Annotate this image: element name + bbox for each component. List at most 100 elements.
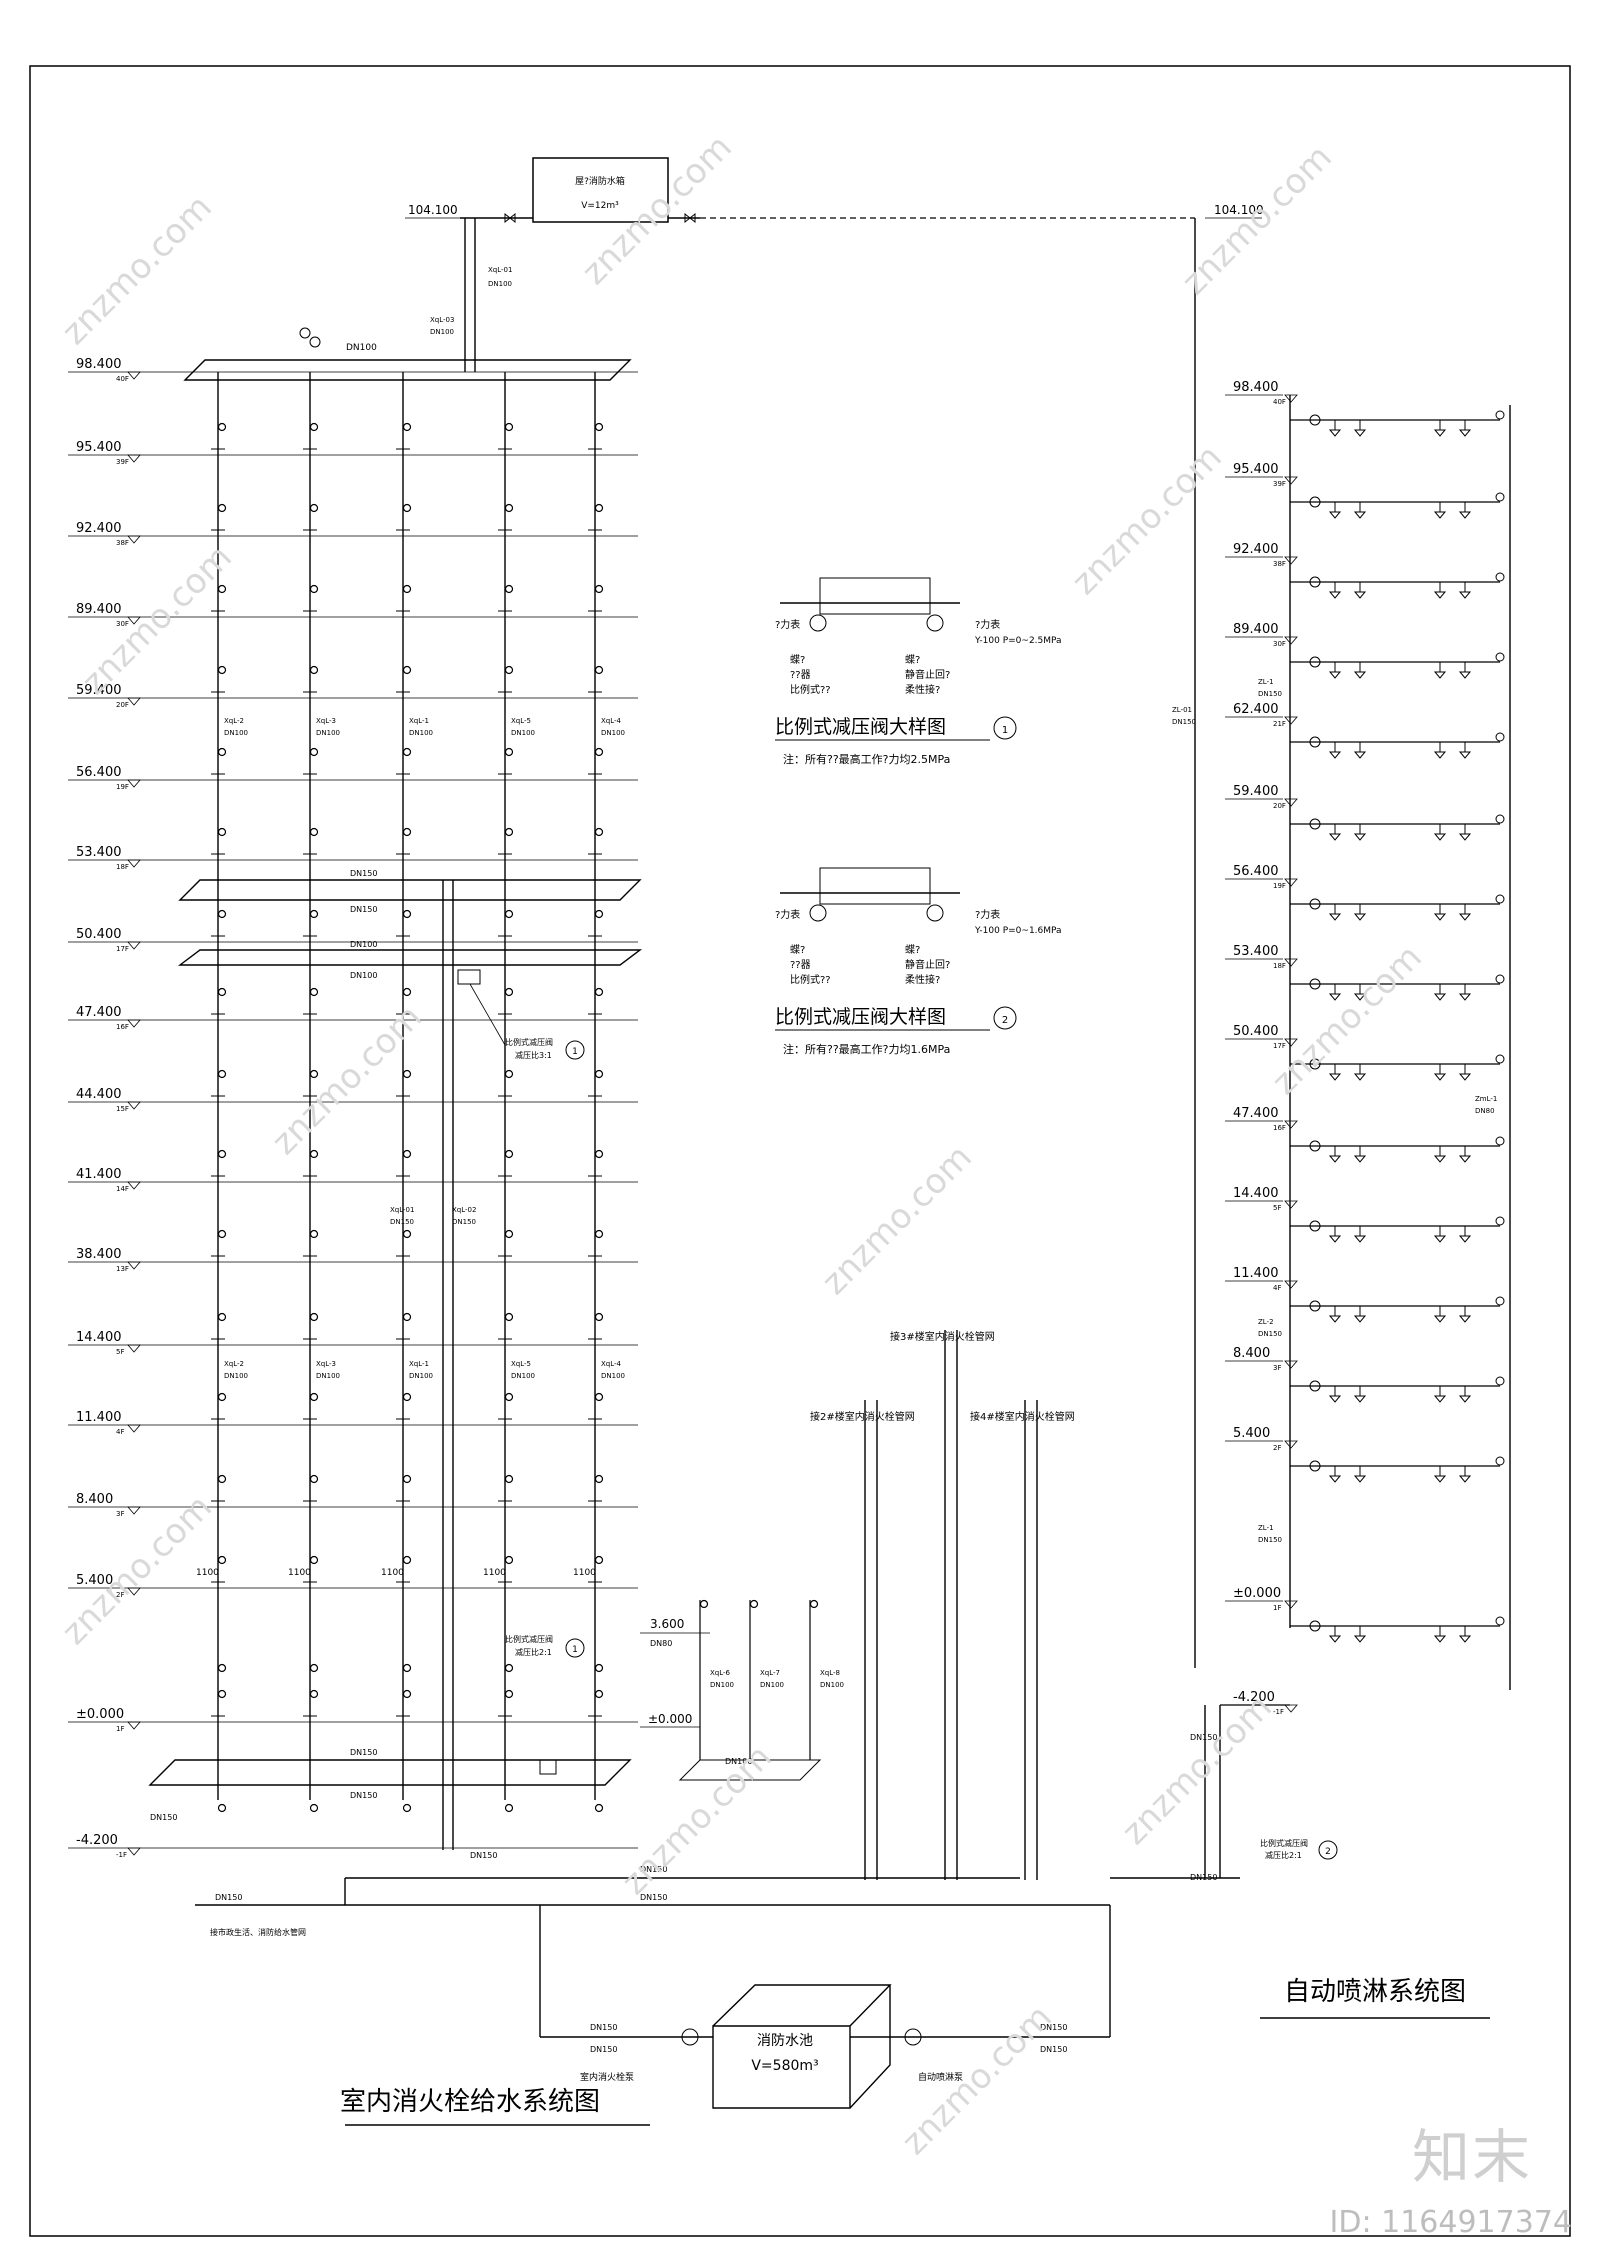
prv-ratio: 减压比2:1 xyxy=(1265,1850,1302,1860)
hydrant-symbol xyxy=(504,1312,514,1322)
hydrant-symbol xyxy=(309,503,319,513)
sprinkler-head xyxy=(1433,582,1447,599)
test-valve xyxy=(1495,1216,1505,1226)
sprinkler-head xyxy=(1433,420,1447,437)
flow-indicator xyxy=(1309,576,1321,588)
sprinkler-head xyxy=(1458,502,1472,519)
sprinkler-head xyxy=(1433,1386,1447,1403)
hydrant-symbol xyxy=(594,827,604,837)
hydrant-symbol xyxy=(217,665,227,675)
level-marker xyxy=(127,1506,141,1515)
floor-elevation: 14.400 xyxy=(76,1330,122,1345)
flow-indicator xyxy=(1309,1300,1321,1312)
municipal-label: 接市政生活、消防给水管网 xyxy=(210,1927,306,1937)
hydrant-symbol xyxy=(217,1663,227,1673)
pipe-dn: DN100 xyxy=(346,343,377,353)
hydrant-symbol xyxy=(402,584,412,594)
hydrant-symbol xyxy=(402,1149,412,1159)
sprinkler-head xyxy=(1353,1306,1367,1323)
riser-dn: DN100 xyxy=(409,729,433,737)
riser-dn: DN150 xyxy=(1258,1536,1282,1544)
hydrant-symbol xyxy=(309,1689,319,1699)
hydrant-symbol xyxy=(504,1803,514,1813)
floor-number: 40F xyxy=(1273,398,1286,406)
sprinkler-head xyxy=(1458,984,1472,1001)
sprinkler-head xyxy=(1353,984,1367,1001)
floor-elevation: 47.400 xyxy=(1233,1106,1279,1121)
zone-ring-main xyxy=(178,879,642,901)
hydrant-symbol xyxy=(402,422,412,432)
sprinkler-head xyxy=(1458,1064,1472,1081)
hydrant-symbol xyxy=(309,1555,319,1565)
pipe-dn: DN150 xyxy=(350,1748,377,1757)
sprinkler-head xyxy=(1353,742,1367,759)
level-marker xyxy=(1284,1704,1298,1713)
riser-dn: DN100 xyxy=(316,729,340,737)
hydrant-symbol xyxy=(309,1474,319,1484)
pressure-gauge xyxy=(309,336,321,348)
level-marker xyxy=(127,1181,141,1190)
level-marker xyxy=(127,859,141,868)
sprinkler-head xyxy=(1458,1226,1472,1243)
hydrant-system-title: 室内消火栓给水系统图 xyxy=(340,2087,600,2117)
riser-dn: DN100 xyxy=(224,1372,248,1380)
hydrant-symbol xyxy=(402,1689,412,1699)
hydrant-symbol xyxy=(504,665,514,675)
hydrant-symbol xyxy=(402,1803,412,1813)
leader-line xyxy=(469,983,506,1046)
sprinkler-head xyxy=(1433,1146,1447,1163)
sprinkler-head xyxy=(1328,420,1342,437)
hydrant-symbol xyxy=(402,1312,412,1322)
hydrant-symbol xyxy=(309,1392,319,1402)
sprinkler-system-title: 自动喷淋系统图 xyxy=(1284,1977,1466,2007)
detail-label: 蝶? xyxy=(905,653,920,666)
floor-elevation: 59.400 xyxy=(1233,784,1279,799)
hydrant-symbol xyxy=(217,987,227,997)
pipe-dn: DN150 xyxy=(215,1893,242,1902)
hydrant-symbol xyxy=(504,1663,514,1673)
floor-number: 3F xyxy=(116,1510,124,1518)
floor-elevation: 47.400 xyxy=(76,1005,122,1020)
riser-dn: DN100 xyxy=(511,1372,535,1380)
pipe-dn: DN150 xyxy=(350,905,377,914)
detail-label: ?力表 xyxy=(975,618,1000,631)
hydrant-symbol xyxy=(594,1555,604,1565)
test-valve xyxy=(1495,1136,1505,1146)
hydrant-symbol xyxy=(309,1312,319,1322)
riser-tag: XqL-03 xyxy=(430,316,454,324)
level-marker xyxy=(127,371,141,380)
hydrant-symbol xyxy=(309,422,319,432)
sprinkler-head xyxy=(1433,1064,1447,1081)
detail-label: ??器 xyxy=(790,669,811,681)
hydrant-symbol xyxy=(402,827,412,837)
floor-elevation: 92.400 xyxy=(76,521,122,536)
sprinkler-head xyxy=(1328,1626,1342,1643)
sprinkler-head xyxy=(1458,420,1472,437)
sprinkler-head xyxy=(1328,502,1342,519)
connection-label: 接2#楼室内消火栓管网 xyxy=(810,1410,915,1423)
riser-dn: DN100 xyxy=(430,328,454,336)
hydrant-symbol xyxy=(217,1555,227,1565)
sprinkler-head xyxy=(1328,662,1342,679)
hydrant-symbol xyxy=(217,827,227,837)
hydrant-symbol xyxy=(504,987,514,997)
floor-number: 19F xyxy=(116,783,129,791)
gauge-symbol xyxy=(926,614,944,632)
pipe-dn: DN150 xyxy=(150,1813,177,1822)
detail-label: ?力表 xyxy=(975,908,1000,921)
floor-number: 38F xyxy=(116,539,129,547)
flow-indicator xyxy=(1309,1460,1321,1472)
riser-tag: ZmL-1 xyxy=(1475,1095,1497,1103)
sprinkler-head xyxy=(1328,1226,1342,1243)
pipe-dn: DN100 xyxy=(725,1757,752,1766)
floor-number: 39F xyxy=(1273,480,1286,488)
floor-elevation: 14.400 xyxy=(1233,1186,1279,1201)
test-valve xyxy=(1495,1456,1505,1466)
pipe-dn: DN150 xyxy=(640,1865,667,1874)
hydrant-symbol xyxy=(402,1663,412,1673)
prv-label: 比例式减压阀 xyxy=(505,1037,553,1047)
sprinkler-head xyxy=(1353,1466,1367,1483)
floor-elevation: 95.400 xyxy=(1233,462,1279,477)
hydrant-symbol xyxy=(594,1803,604,1813)
hydrant-symbol xyxy=(217,1803,227,1813)
